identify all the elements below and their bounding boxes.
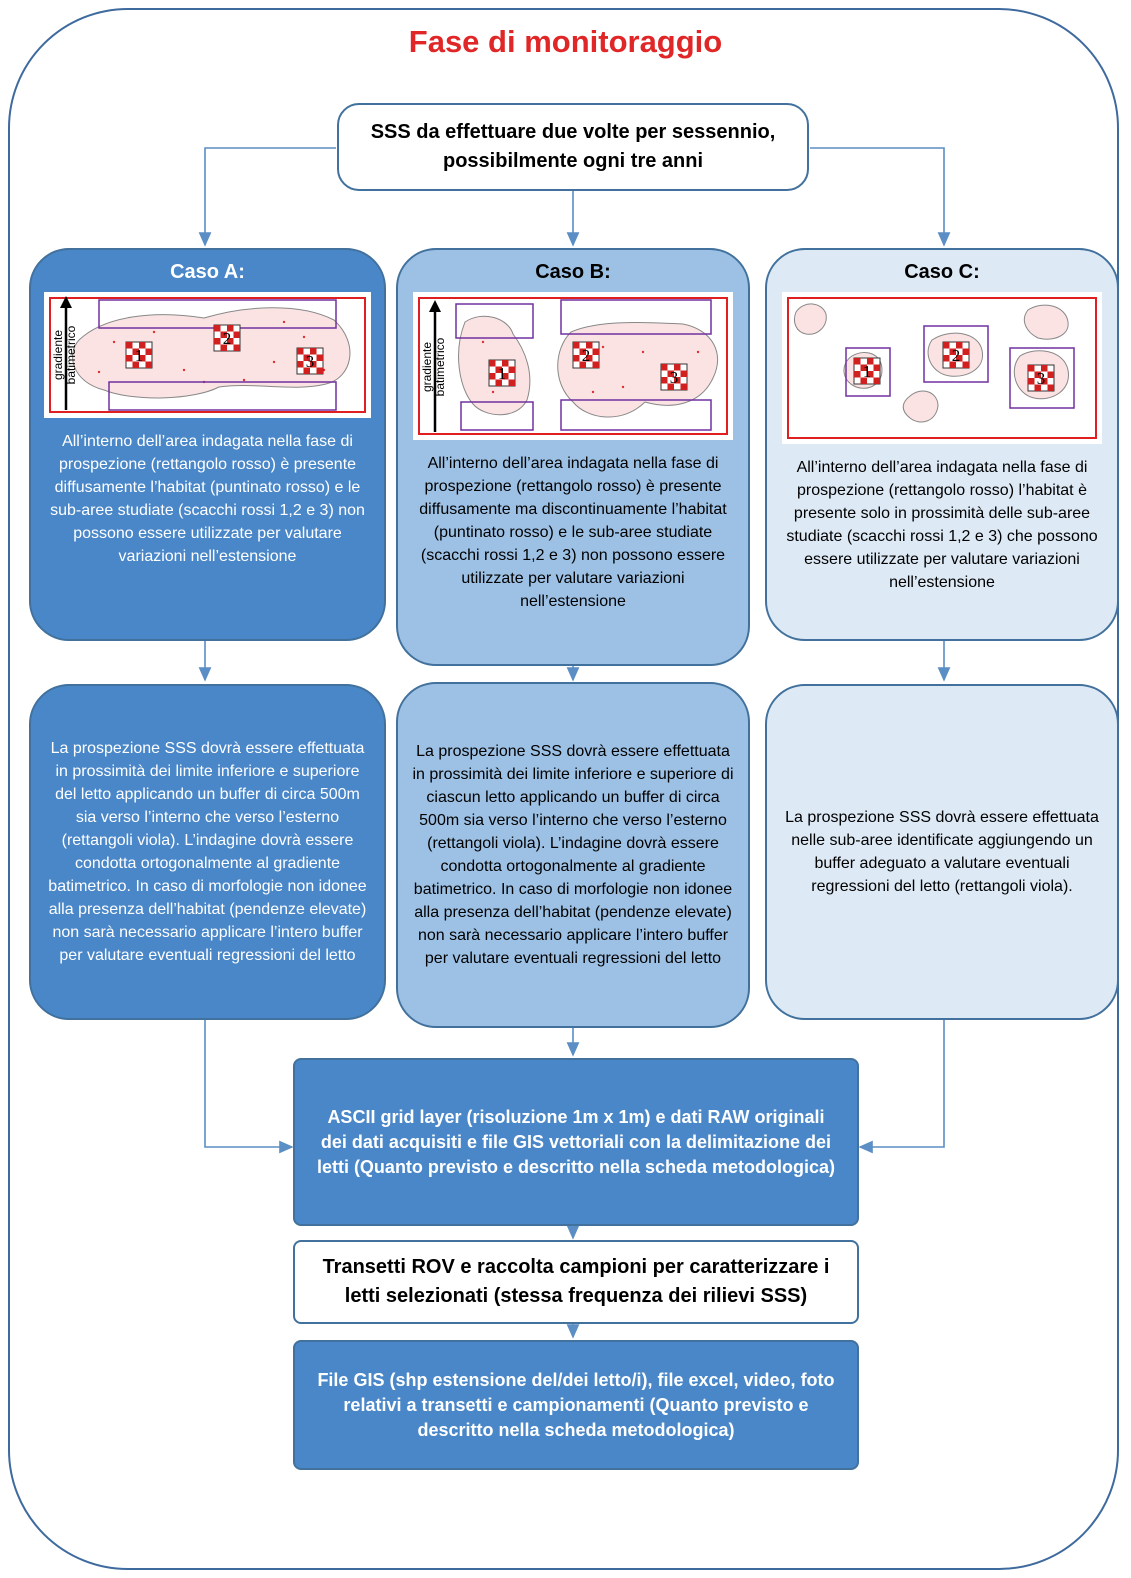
- subarea-3-label: 3: [1037, 369, 1046, 388]
- subarea-2: [213, 324, 241, 352]
- case-c-description: La prospezione SSS dovrà essere effettua…: [785, 809, 1099, 895]
- output-1-text: ASCII grid layer (risoluzione 1m x 1m) e…: [316, 1106, 836, 1177]
- output-2-text: File GIS (shp estensione del/dei letto/i…: [317, 1369, 835, 1440]
- subarea-3: [1027, 364, 1055, 392]
- buffer-rectangle-2: [460, 401, 534, 431]
- buffer-rectangle-4: [560, 399, 712, 431]
- page-title: Fase di monitoraggio: [408, 24, 723, 59]
- rov-box: Transetti ROV e raccolta campioni per ca…: [293, 1240, 859, 1324]
- subarea-2: [942, 341, 970, 369]
- rov-box-text: Transetti ROV e raccolta campioni per ca…: [322, 1256, 830, 1307]
- subarea-1-label: 1: [135, 346, 144, 365]
- case-b-title: Caso B:: [535, 261, 611, 283]
- buffer-rectangle-1: [845, 347, 891, 397]
- case-c-description-box: La prospezione SSS dovrà essere effettua…: [765, 684, 1119, 1020]
- subarea-1: [125, 341, 153, 369]
- subarea-2: [572, 341, 600, 369]
- buffer-rectangle-2: [923, 325, 989, 383]
- output-box-2: File GIS (shp estensione del/dei letto/i…: [293, 1340, 859, 1470]
- output-box-1: ASCII grid layer (risoluzione 1m x 1m) e…: [293, 1058, 859, 1226]
- case-a-description: La prospezione SSS dovrà essere effettua…: [48, 740, 367, 964]
- survey-rectangle: [787, 297, 1097, 439]
- case-a-description-box: La prospezione SSS dovrà essere effettua…: [29, 684, 386, 1020]
- case-b-text: All’interno dell’area indagata nella fas…: [419, 455, 727, 610]
- buffer-rectangle-3: [560, 299, 712, 335]
- survey-rectangle: [49, 297, 366, 413]
- subarea-2-label: 2: [223, 329, 232, 348]
- habitat-patch: [793, 303, 827, 335]
- case-c-diagram: 1 2 3: [782, 292, 1102, 444]
- case-a-title: Caso A:: [170, 261, 245, 283]
- survey-rectangle: [418, 297, 728, 435]
- habitat-patch: [902, 390, 939, 423]
- buffer-rectangle-bottom: [108, 381, 337, 411]
- habitat-patch: [1023, 304, 1069, 340]
- subarea-1: [853, 357, 881, 385]
- subarea-1-label: 1: [863, 362, 872, 381]
- subarea-1: [488, 359, 516, 387]
- top-box: SSS da effettuare due volte per sessenni…: [337, 103, 809, 191]
- subarea-2-label: 2: [952, 346, 961, 365]
- case-c-text: All’interno dell’area indagata nella fas…: [786, 459, 1098, 591]
- case-b-description-box: La prospezione SSS dovrà essere effettua…: [396, 682, 750, 1028]
- subarea-3-label: 3: [306, 352, 315, 371]
- case-a-text: All’interno dell’area indagata nella fas…: [50, 433, 365, 565]
- subarea-3: [660, 363, 688, 391]
- top-box-text: SSS da effettuare due volte per sessenni…: [370, 121, 776, 172]
- buffer-rectangle-1: [455, 303, 534, 339]
- case-b-description: La prospezione SSS dovrà essere effettua…: [412, 743, 734, 967]
- habitat-bed-right: [557, 321, 718, 418]
- subarea-1-label: 1: [498, 364, 507, 383]
- case-c-title: Caso C:: [904, 261, 980, 283]
- case-c-box: Caso C: 1 2 3 All’interno dell’area inda…: [765, 248, 1119, 641]
- buffer-rectangle-3: [1009, 347, 1075, 409]
- subarea-3: [296, 347, 324, 375]
- subarea-3-label: 3: [670, 368, 679, 387]
- subarea-2-label: 2: [582, 346, 591, 365]
